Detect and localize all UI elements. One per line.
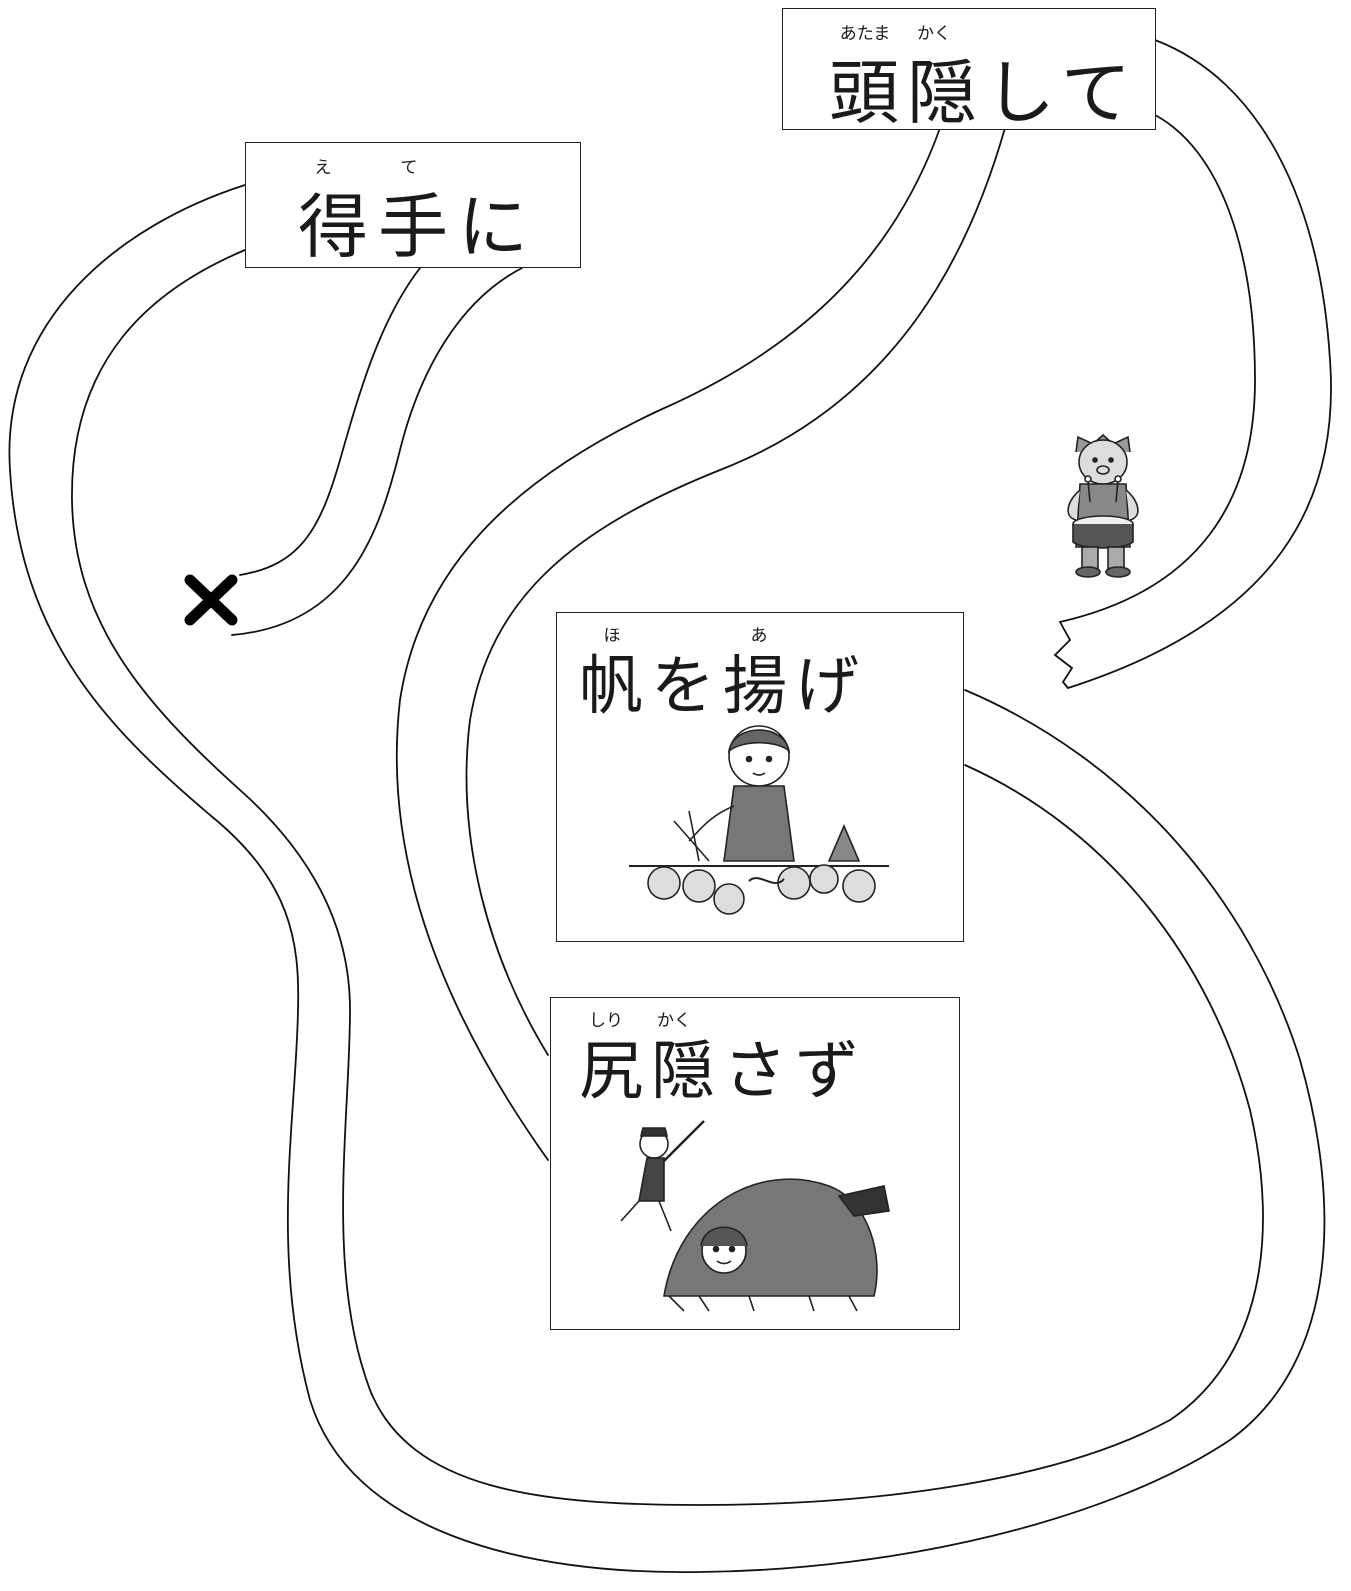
card-ho-text: 帆を揚げ xyxy=(579,650,867,724)
maze-path-ete-right xyxy=(231,267,523,636)
maze-path-right-inner xyxy=(1059,114,1256,623)
drummer-bear-icon xyxy=(1067,433,1139,578)
maze-path-ete-left xyxy=(239,267,421,576)
maze-path-atama-outer xyxy=(395,127,941,1161)
x-mark-icon xyxy=(184,574,238,626)
hiding-figures-illustration xyxy=(620,1120,890,1312)
girl-knitting-illustration xyxy=(629,725,889,915)
maze-path-atama-inner xyxy=(465,127,1006,1056)
maze-path-inner-left xyxy=(71,249,1264,1506)
ruby-te: て xyxy=(400,158,418,178)
maze-path-outer-left xyxy=(8,184,1326,1574)
ruby-kaku: かく xyxy=(917,24,951,44)
card-ete-text: 得手に xyxy=(298,186,538,268)
ruby-atama: あたま xyxy=(839,24,891,44)
ruby-shiri: しり xyxy=(589,1011,623,1031)
ruby-e: え xyxy=(314,158,332,178)
card-ete[interactable]: え て 得手に xyxy=(245,142,581,268)
maze-zigzag-end xyxy=(1053,621,1074,689)
card-ho[interactable]: ほ あ 帆を揚げ xyxy=(556,612,964,942)
ruby-a: あ xyxy=(750,626,768,646)
card-shiri[interactable]: しり かく 尻隠さず xyxy=(550,997,960,1330)
card-atama[interactable]: あたま かく 頭隠して xyxy=(782,8,1156,134)
maze-path-right-outer xyxy=(1067,39,1332,689)
card-atama-text: 頭隠して xyxy=(829,52,1139,134)
ruby-kaku-2: かく xyxy=(657,1011,691,1031)
ruby-ho: ほ xyxy=(603,626,621,646)
card-shiri-text: 尻隠さず xyxy=(579,1035,867,1109)
